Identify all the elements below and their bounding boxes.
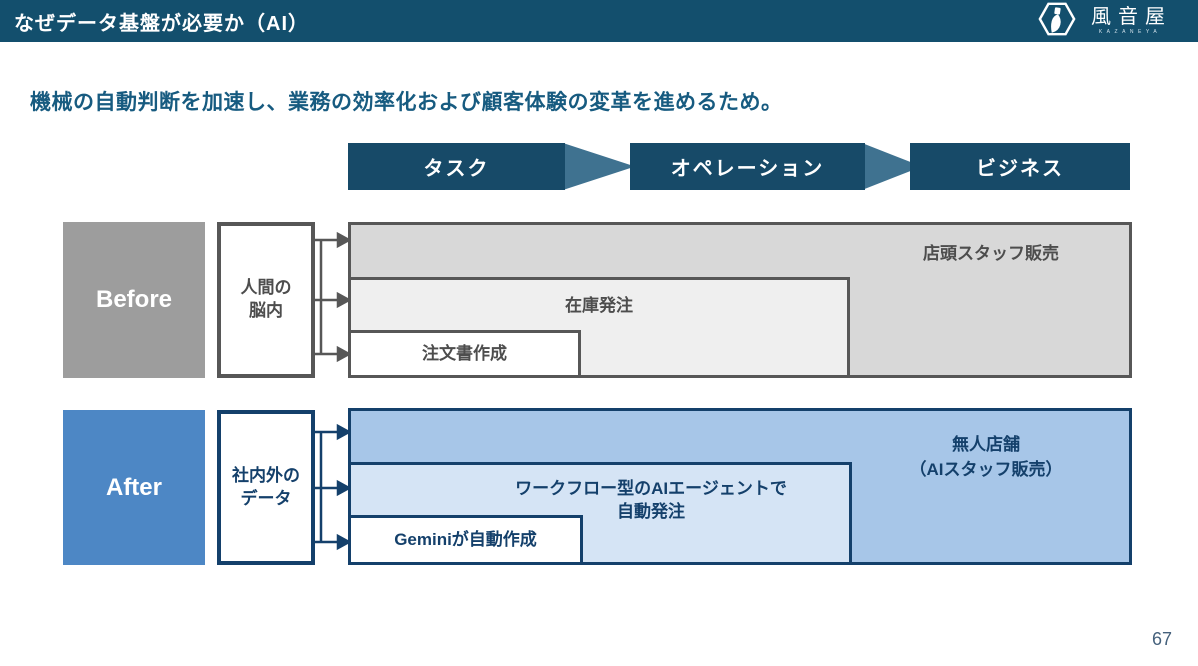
after-source-box: 社内外の データ <box>217 410 315 565</box>
flow-stage-business: ビジネス <box>910 143 1130 190</box>
page-number: 67 <box>1151 629 1172 649</box>
before-bar-task-label: 注文書作成 <box>422 343 507 363</box>
after-bar-operation-label: ワークフロー型のAIエージェントで 自動発注 <box>515 479 787 521</box>
flow-arrow-icon <box>563 143 635 190</box>
lead-text: 機械の自動判断を加速し、業務の効率化および顧客体験の変革を進めるため。 <box>30 91 783 114</box>
page-title: なぜデータ基盤が必要か（AI） <box>14 12 309 35</box>
after-bar-task-label: Geminiが自動作成 <box>394 529 537 549</box>
before-connector-arrows-icon <box>312 222 352 378</box>
flow-stage-task: タスク <box>348 143 565 190</box>
after-bar-business-label: 無人店舗 （AIスタッフ販売） <box>909 435 1063 479</box>
before-bar-business-label: 店頭スタッフ販売 <box>923 244 1059 263</box>
flow-stage-operation: オペレーション <box>630 143 865 190</box>
before-label-box: Before <box>63 222 205 378</box>
after-connector-arrows-icon <box>312 408 352 565</box>
kazaneya-logo: 風音屋 KAZANEYA <box>1038 0 1172 43</box>
header-bar: なぜデータ基盤が必要か（AI） 風音屋 KAZANEYA <box>0 0 1198 42</box>
before-bar-operation-label: 在庫発注 <box>565 296 633 315</box>
logo-subtext: KAZANEYA <box>1098 29 1162 35</box>
after-label-box: After <box>63 410 205 565</box>
logo-name: 風音屋 <box>1091 6 1172 28</box>
after-bar-task: Geminiが自動作成 <box>348 515 583 565</box>
before-source-box: 人間の 脳内 <box>217 222 315 378</box>
before-bar-task: 注文書作成 <box>348 330 581 378</box>
kazaneya-hexagon-icon <box>1038 0 1076 43</box>
logo-texts: 風音屋 KAZANEYA <box>1084 7 1172 35</box>
